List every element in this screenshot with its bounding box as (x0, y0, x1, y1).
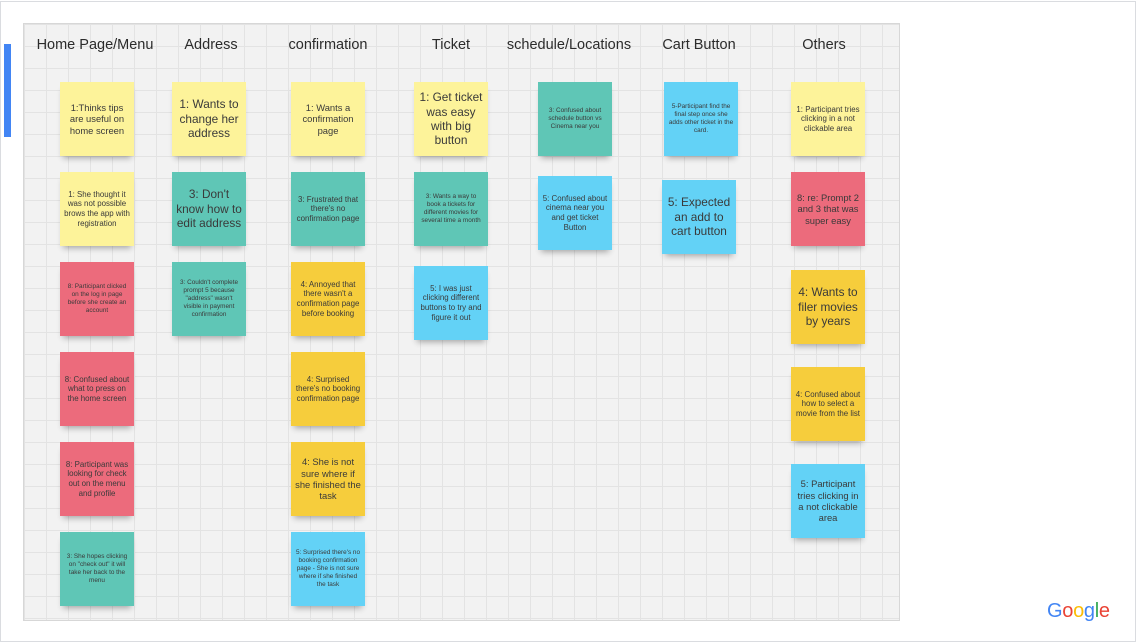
sticky-note[interactable]: 4: She is not sure where if she finished… (291, 442, 365, 516)
logo-letter: l (1094, 600, 1099, 622)
sticky-note[interactable]: 1: She thought it was not possible brows… (60, 172, 134, 246)
sticky-note[interactable]: 4: Wants to filer movies by years (791, 270, 865, 344)
sticky-note[interactable]: 4: Annoyed that there wasn't a confirmat… (291, 262, 365, 336)
sticky-note[interactable]: 4: Confused about how to select a movie … (791, 367, 865, 441)
sticky-note[interactable]: 1: Participant tries clicking in a not c… (791, 82, 865, 156)
sticky-note[interactable]: 1:Thinks tips are useful on home screen (60, 82, 134, 156)
sticky-note[interactable]: 8: Participant was looking for check out… (60, 442, 134, 516)
sticky-note[interactable]: 1: Wants to change her address (172, 82, 246, 156)
column-header-confirmation: confirmation (288, 37, 368, 53)
column-header-address: Address (184, 37, 238, 53)
column-header-ticket: Ticket (431, 37, 471, 53)
sticky-note[interactable]: 3: Wants a way to book a tickets for dif… (414, 172, 488, 246)
sticky-note[interactable]: 8: Participant clicked on the log in pag… (60, 262, 134, 336)
column-header-others: Others (802, 37, 846, 53)
sticky-note[interactable]: 3: Confused about schedule button vs Cin… (538, 82, 612, 156)
sticky-note[interactable]: 5: I was just clicking different buttons… (414, 266, 488, 340)
affinity-board[interactable]: Home Page/Menu Address confirmation Tick… (23, 23, 900, 621)
logo-letter: o (1062, 600, 1074, 622)
sticky-note[interactable]: 1: Wants a confirmation page (291, 82, 365, 156)
sticky-note[interactable]: 5: Surprised there's no booking confirma… (291, 532, 365, 606)
logo-letter: e (1098, 600, 1110, 622)
sticky-note[interactable]: 4: Surprised there's no booking confirma… (291, 352, 365, 426)
sticky-note[interactable]: 8: re: Prompt 2 and 3 that was super eas… (791, 172, 865, 246)
column-header-home-page-menu: Home Page/Menu (36, 37, 154, 53)
sticky-note[interactable]: 5: Participant tries clicking in a not c… (791, 464, 865, 538)
column-header-schedule-locations: schedule/Locations (506, 37, 632, 53)
sticky-note[interactable]: 1: Get ticket was easy with big button (414, 82, 488, 156)
sticky-note[interactable]: 3: Don't know how to edit address (172, 172, 246, 246)
sticky-note[interactable]: 3: She hopes clicking on "check out" it … (60, 532, 134, 606)
sticky-note[interactable]: 5: Confused about cinema near you and ge… (538, 176, 612, 250)
sticky-note[interactable]: 5-Participant find the final step once s… (664, 82, 738, 156)
sticky-note[interactable]: 3: Frustrated that there's no confirmati… (291, 172, 365, 246)
sticky-note[interactable]: 5: Expected an add to cart button (662, 180, 736, 254)
logo-letter: G (1047, 600, 1063, 622)
google-logo: Google (1047, 600, 1110, 623)
accent-bar (4, 44, 11, 137)
column-header-cart-button: Cart Button (662, 37, 736, 53)
sticky-note[interactable]: 8: Confused about what to press on the h… (60, 352, 134, 426)
sticky-note[interactable]: 3: Couldn't complete prompt 5 because "a… (172, 262, 246, 336)
logo-letter: g (1083, 600, 1095, 622)
logo-letter: o (1073, 600, 1084, 622)
